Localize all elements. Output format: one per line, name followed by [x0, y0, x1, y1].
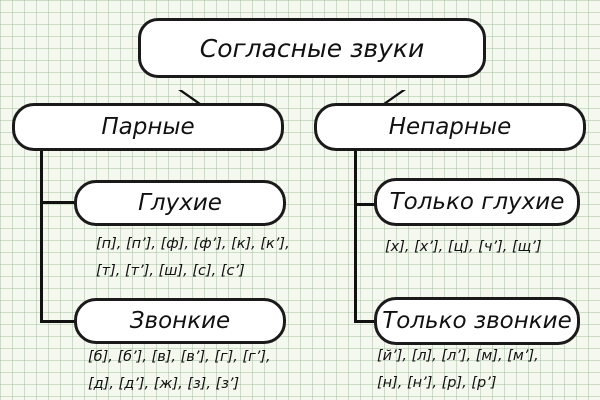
paired-label: Парные: [101, 114, 195, 140]
paired-node: Парные: [12, 103, 284, 151]
only-voiceless-label: Только глухие: [389, 189, 565, 215]
voiceless-label: Глухие: [138, 190, 222, 216]
connector-right-vertical: [354, 146, 357, 322]
connector-left-vertical: [40, 146, 43, 322]
voiceless-sounds-line-2: [т], [т’], [ш], [с], [с’]: [96, 263, 245, 279]
voiced-sounds-line-1: [б], [б’], [в], [в’], [г], [г’],: [88, 349, 271, 365]
voiced-sounds: [б], [б’], [в], [в’], [г], [г’], [д], [д…: [88, 344, 271, 398]
unpaired-label: Непарные: [388, 114, 512, 140]
voiceless-node: Глухие: [74, 180, 286, 226]
only-voiced-sounds: [й’], [л], [л’], [м], [м’], [н], [н’], […: [377, 343, 539, 397]
unpaired-node: Непарные: [314, 103, 586, 151]
voiceless-sounds-line-1: [п], [п’], [ф], [ф’], [к], [к’],: [96, 236, 290, 252]
connector-right-to-voiceless: [354, 203, 378, 206]
voiceless-sounds: [п], [п’], [ф], [ф’], [к], [к’], [т], [т…: [96, 231, 290, 285]
root-label: Согласные звуки: [199, 33, 425, 63]
only-voiceless-node: Только глухие: [374, 178, 580, 226]
only-voiced-sounds-line-2: [н], [н’], [р], [р’]: [377, 375, 497, 391]
only-voiced-node: Только звонкие: [374, 297, 580, 345]
only-voiced-sounds-line-1: [й’], [л], [л’], [м], [м’],: [377, 348, 539, 364]
voiced-label: Звонкие: [129, 308, 231, 334]
only-voiceless-sounds-line-1: [х], [х’], [ц], [ч’], [щ’]: [385, 239, 542, 255]
connector-right-to-voiced: [354, 320, 378, 323]
voiced-sounds-line-2: [д], [д’], [ж], [з], [з’]: [88, 376, 240, 392]
only-voiceless-sounds: [х], [х’], [ц], [ч’], [щ’]: [385, 234, 542, 261]
voiced-node: Звонкие: [74, 298, 286, 344]
only-voiced-label: Только звонкие: [382, 308, 572, 334]
root-node: Согласные звуки: [138, 18, 486, 78]
connector-left-to-voiceless: [40, 201, 84, 204]
connector-left-to-voiced: [40, 320, 84, 323]
